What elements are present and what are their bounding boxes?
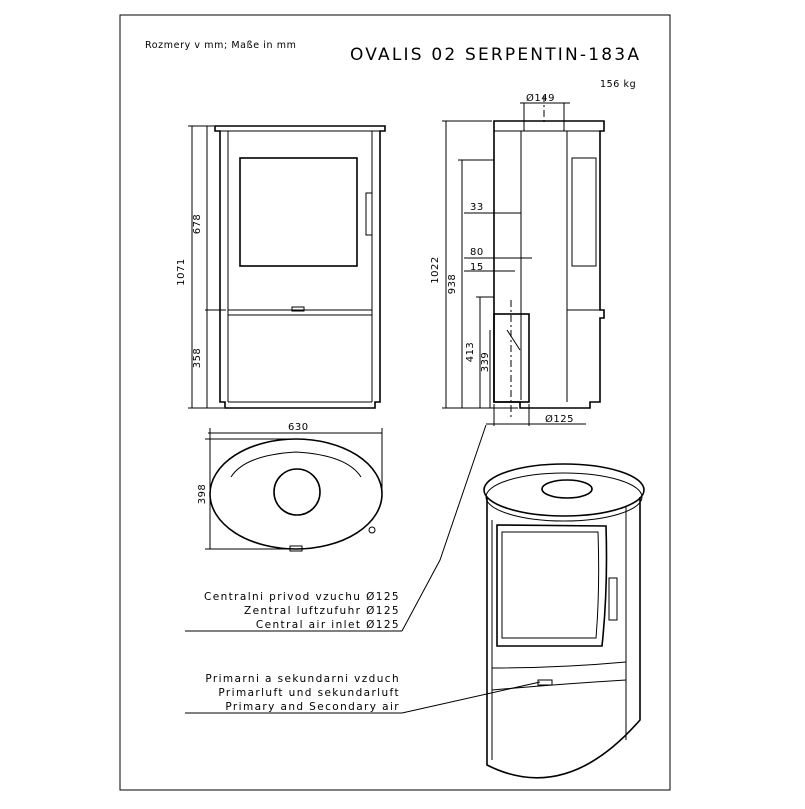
dim-rear-outlet-height: 938 — [447, 274, 458, 295]
top-view-flue-opening — [273, 468, 321, 516]
stove-3d-ashpan-top — [491, 679, 627, 691]
front-view-dimensions: 1071 678 358 — [176, 125, 226, 409]
dim-air-inlet-height: 413 — [465, 342, 476, 363]
dim-offset-33: 33 — [470, 202, 484, 213]
front-view-door-glass — [239, 157, 358, 267]
model-title: OVALIS 02 SERPENTIN-183A — [350, 45, 641, 65]
dim-total-height: 1022 — [430, 256, 441, 283]
note-central-air-cs: Centralni privod vzuchu Ø125 — [204, 591, 400, 603]
dim-overall-height: 1071 — [176, 258, 187, 285]
leader-central-air-line — [401, 424, 487, 632]
note-central-air-de: Zentral luftzufuhr Ø125 — [244, 605, 400, 617]
weight-label: 156 kg — [600, 79, 636, 90]
side-view-body — [493, 120, 605, 409]
top-view-handle — [368, 526, 376, 534]
side-view-dimensions: Ø149 1022 938 413 339 33 80 15 Ø125 — [430, 92, 586, 426]
stove-3d-body — [486, 497, 641, 779]
front-view — [214, 125, 386, 409]
top-view-inner-rim — [230, 451, 362, 478]
dim-offset-80: 80 — [470, 247, 484, 258]
duct-flow-arrow — [506, 329, 521, 351]
dim-inlet-diameter: Ø125 — [545, 413, 574, 425]
note-central-air-en: Central air inlet Ø125 — [256, 619, 400, 631]
side-view-door — [571, 157, 597, 267]
door-handle — [365, 192, 373, 236]
top-view-outline — [209, 438, 383, 550]
note-primary-air-de: Primarluft und sekundarluft — [218, 687, 400, 699]
notes: Centralni privod vzuchu Ø125 Zentral luf… — [185, 424, 541, 714]
dim-top-depth: 398 — [197, 484, 208, 505]
note-primary-air-cs: Primarni a sekundarni vzduch — [205, 673, 400, 685]
side-view — [493, 95, 605, 420]
stove-3d-door-inner — [501, 531, 600, 639]
dim-inlet-center-height: 339 — [480, 352, 491, 373]
stove-3d-divider — [491, 661, 627, 669]
stove-3d-flue-opening — [541, 479, 593, 499]
stove-3d-air-lever — [537, 679, 553, 686]
stove-3d-door-glass — [496, 524, 608, 647]
stove-3d-top-outline — [483, 463, 645, 517]
dim-flue-diameter: Ø149 — [526, 92, 555, 104]
stove-3d-top-edge — [485, 472, 643, 522]
air-inlet-duct — [493, 313, 530, 403]
top-view: 630 398 — [197, 422, 383, 552]
dim-top-width: 630 — [288, 422, 309, 433]
leader-primary-air-line — [401, 681, 541, 714]
dim-upper-height: 678 — [192, 214, 203, 235]
stove-3d-handle — [608, 577, 618, 621]
note-primary-air-en: Primary and Secondary air — [225, 701, 400, 713]
flue-collar — [523, 120, 565, 132]
drawing-frame — [119, 14, 671, 791]
dim-lower-height: 358 — [192, 348, 203, 369]
dim-offset-15: 15 — [470, 262, 484, 273]
stove-3d-view — [483, 463, 645, 779]
air-control-lever — [291, 306, 305, 312]
units-note: Rozmery v mm; Maße in mm — [145, 40, 296, 51]
